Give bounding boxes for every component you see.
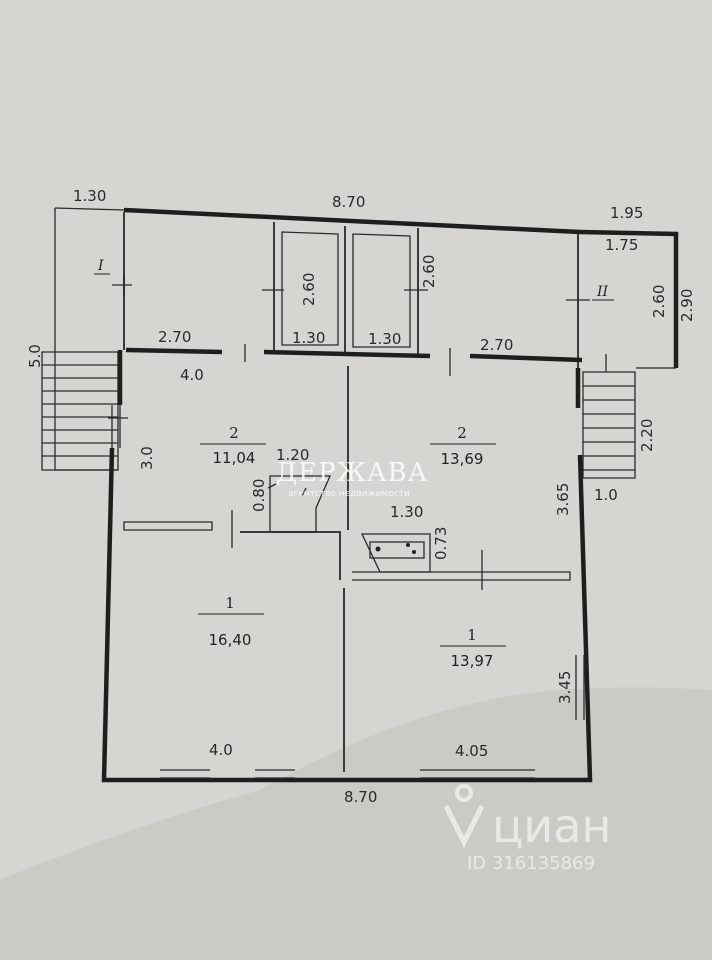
window-bottom-2	[255, 769, 295, 779]
dim-kitchen-left-width: 4.0	[180, 366, 204, 384]
annex-top-wall	[123, 207, 581, 235]
stairs-left-outline	[41, 351, 119, 471]
dim-annex-far-height: 2.60	[650, 285, 668, 318]
stair-hatch	[267, 483, 307, 497]
dim-stair-right-width: 1.0	[594, 486, 618, 504]
door-mark-annex-left	[112, 275, 132, 295]
dim-left-total-height: 5.0	[26, 344, 44, 368]
window-right	[575, 655, 585, 720]
stairs-left-steps	[42, 364, 118, 457]
room-area: 11,04	[213, 449, 256, 467]
dim-veranda-right-width: 1.95	[610, 204, 643, 222]
partition-left	[123, 521, 213, 531]
main-wall-top-c	[469, 353, 583, 363]
interior-walls	[108, 344, 571, 772]
dim-stove-width: 1.30	[390, 503, 423, 521]
burner-1	[375, 546, 381, 552]
window-bottom-3	[420, 769, 535, 779]
dim-kitchen-right-height: 3.65	[554, 483, 572, 516]
annex-far-wall	[579, 229, 679, 368]
stairs-right	[582, 354, 636, 479]
cian-watermark: циан ID 316135869	[443, 784, 611, 874]
dim-top-total: 8.70	[332, 193, 365, 211]
dim-bottom-total: 8.70	[344, 788, 377, 806]
stairs-right-steps	[583, 385, 635, 471]
annex-label-right: II	[596, 284, 609, 300]
annex-label-left: I	[97, 258, 104, 274]
dim-kitchen-left-height: 3.0	[138, 446, 156, 470]
dim-stair-width: 1.20	[276, 446, 309, 464]
cian-name: циан	[492, 799, 611, 853]
dim-closet-b-width: 1.30	[368, 330, 401, 348]
stairs-left	[41, 351, 119, 471]
closet-a-frame	[281, 231, 339, 346]
partition-right	[352, 571, 571, 581]
burner-2	[406, 543, 410, 547]
cian-logo-icon	[443, 784, 485, 848]
room-area: 16,40	[209, 631, 252, 649]
dim-annex-right-width: 2.70	[480, 336, 513, 354]
closet-b-frame	[352, 233, 411, 348]
main-wall-top-a	[125, 347, 223, 355]
room-labels: 2 11,04 2 13,69 1 16,40 1 13,97 I II	[94, 258, 614, 670]
dim-annex-far-outer-height: 2.90	[678, 289, 696, 322]
window-bottom-1	[160, 769, 210, 779]
stove	[360, 533, 431, 573]
room-number: 1	[225, 594, 235, 612]
dim-closet-a-width: 1.30	[292, 329, 325, 347]
stairs-right-outline	[582, 371, 636, 479]
room-number: 1	[467, 626, 477, 644]
dim-stair-right-height: 2.20	[638, 419, 656, 452]
dim-stair-height: 0.80	[250, 479, 268, 512]
dim-bottom-right-width: 4.05	[455, 742, 488, 760]
dim-stove-height: 0.73	[432, 527, 450, 560]
main-house-walls	[101, 347, 593, 783]
dim-room-right-height: 3.45	[556, 671, 574, 704]
agency-tagline: агентство недвижимости	[288, 489, 410, 499]
room-area: 13,69	[441, 450, 484, 468]
dim-veranda-left-width: 1.30	[73, 187, 106, 205]
photo-shadow	[0, 687, 712, 960]
veranda-left-outline	[54, 208, 118, 471]
stove-top	[369, 541, 425, 559]
window-left	[111, 405, 121, 448]
main-wall-outer	[101, 447, 593, 783]
dim-closet-b-height: 2.60	[420, 255, 438, 288]
dim-annex-far-width: 1.75	[605, 236, 638, 254]
agency-watermark: ДЕРЖАВА агентство недвижимости	[276, 458, 428, 499]
dim-annex-left-width: 2.70	[158, 328, 191, 346]
room-area: 13,97	[451, 652, 494, 670]
interior-stair-box	[269, 475, 331, 533]
main-wall-top-b	[263, 349, 431, 359]
dimension-labels: 1.30 8.70 1.95 5.0 2.70 2.60 1.30 2.60 1…	[26, 187, 696, 806]
room-number: 2	[457, 424, 467, 442]
dim-bottom-left-width: 4.0	[209, 741, 233, 759]
dim-closet-a-height: 2.60	[300, 273, 318, 306]
partition-left-b	[240, 531, 341, 580]
burner-3	[412, 550, 416, 554]
room-number: 2	[229, 424, 239, 442]
listing-id: ID 316135869	[467, 853, 595, 874]
agency-name: ДЕРЖАВА	[276, 458, 428, 488]
veranda-left-top	[54, 207, 125, 211]
